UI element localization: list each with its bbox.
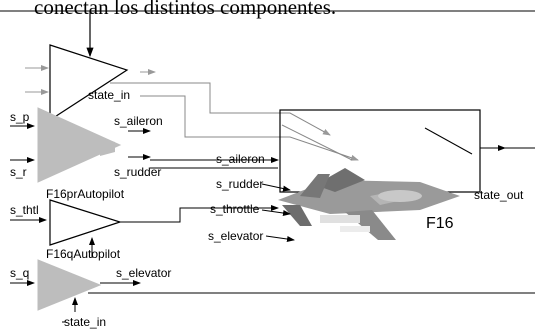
plant-in-rudder-arrow: [261, 183, 291, 192]
lower-gain-block: [37, 259, 102, 311]
route-line-2: [140, 95, 359, 161]
s-rudder-label: s_rudder: [114, 165, 161, 179]
q-autopilot-block: [49, 199, 122, 246]
pr-autopilot-notch: [100, 138, 115, 156]
plant-in-elevator-label: s_elevator: [208, 229, 263, 243]
state-in-bottom-label: state_in: [64, 315, 106, 329]
f16-switch-line: [424, 127, 473, 155]
pr-autopilot-name: F16prAutopilot: [46, 187, 125, 201]
plant-in-aileron-label: s_aileron: [216, 152, 265, 166]
plant-in-elevator-arrow: [265, 235, 295, 242]
f16-aircraft-image: [278, 168, 460, 240]
f16-plant-name: F16: [426, 215, 454, 232]
f16-inner-diag: [281, 124, 353, 161]
state-in-top-label: state_in: [88, 88, 130, 102]
s-elevator-label: s_elevator: [116, 266, 171, 280]
plant-in-throttle-label: s_throttle: [210, 202, 260, 216]
q-autopilot-name: F16qAutopilot: [46, 247, 121, 261]
route-line-1: [110, 82, 331, 136]
s-q-label: s_q: [10, 266, 29, 280]
plant-in-throttle-arrow: [261, 209, 291, 216]
s-p-label: s_p: [10, 110, 30, 124]
f16-plant-box: [279, 109, 481, 193]
state-out-label: state_out: [474, 188, 524, 202]
pr-autopilot-block: [37, 107, 122, 183]
plant-in-rudder-label: s_rudder: [216, 177, 263, 191]
s-r-label: s_r: [10, 165, 27, 179]
s-thtl-label: s_thtl: [10, 203, 39, 217]
upper-gain-block: [49, 44, 129, 122]
s-aileron-label: s_aileron: [114, 114, 163, 128]
caption: conectan los distintos componentes.: [34, 0, 336, 19]
q-autopilot-out: [120, 205, 279, 223]
